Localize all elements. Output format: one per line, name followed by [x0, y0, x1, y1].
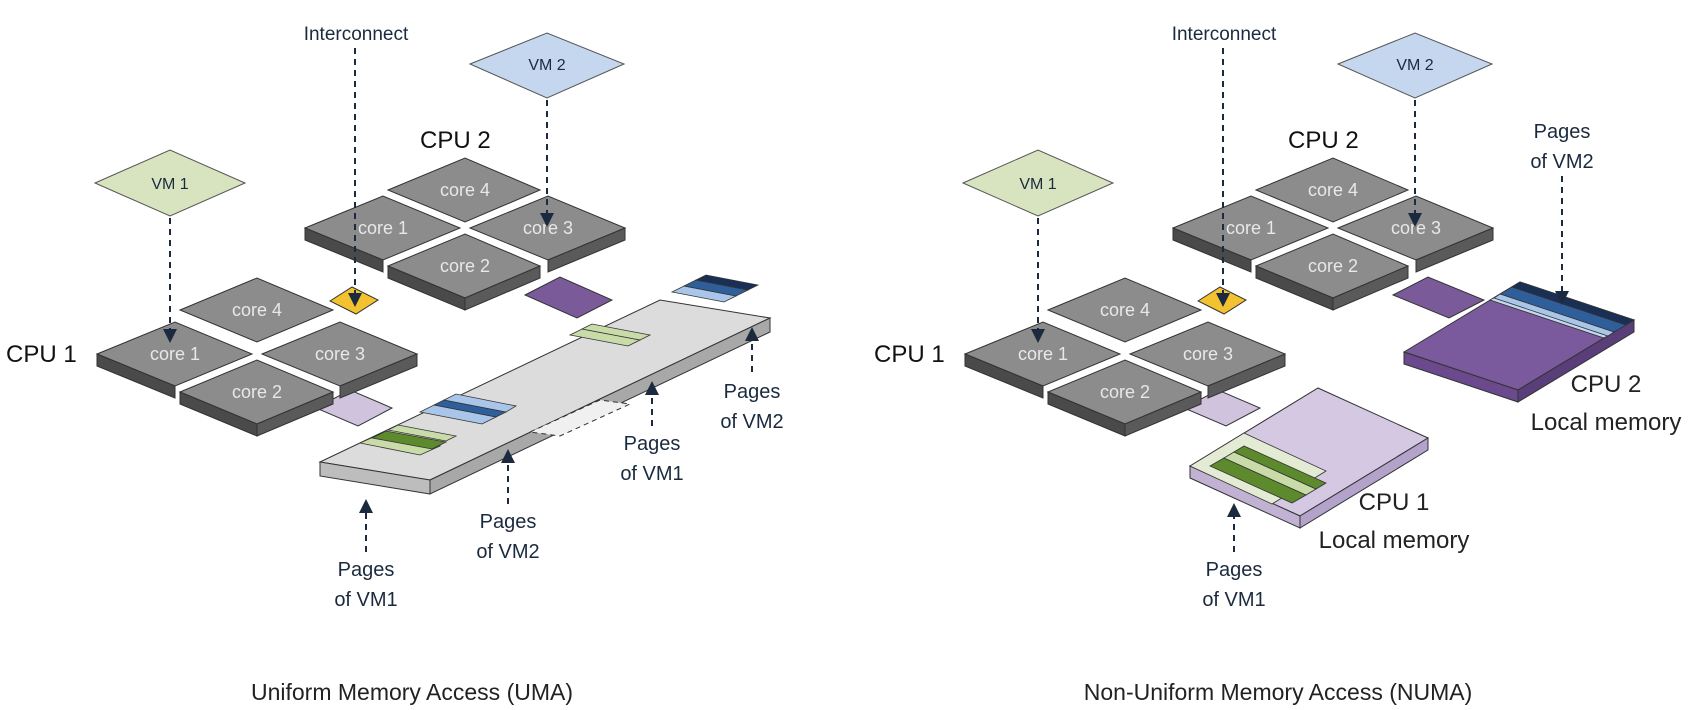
uma-cpu2-label: CPU 2	[420, 127, 491, 154]
uma-vm1-diamond	[93, 149, 247, 217]
numa-cpu2-memory-label-line1: CPU 2	[1571, 371, 1642, 398]
uma-pages-vm1-a-line2: of VM1	[334, 589, 397, 611]
uma-panel: core 4 core 1 core 3 core 2 core 4 core …	[6, 24, 784, 705]
uma-cpu2-core4-label: core 4	[440, 180, 490, 200]
uma-cpu1-core2-label: core 2	[232, 382, 282, 402]
numa-pages-vm1-line2: of VM1	[1202, 589, 1265, 611]
numa-cpu2-core2-label: core 2	[1308, 256, 1358, 276]
uma-cpu2: core 4 core 1 core 3 core 2	[303, 157, 627, 311]
numa-cpu2-core4	[1254, 157, 1410, 223]
uma-vm1-label: VM 1	[151, 176, 188, 193]
numa-cpu2-core1-label: core 1	[1226, 218, 1276, 238]
numa-cpu1-label: CPU 1	[874, 341, 945, 368]
uma-cpu2-memory-link	[523, 276, 614, 319]
numa-cpu1-core4-label: core 4	[1100, 300, 1150, 320]
numa-cpu1-core2-label: core 2	[1100, 382, 1150, 402]
uma-cpu2-core3-label: core 3	[523, 218, 573, 238]
uma-cpu1-label: CPU 1	[6, 341, 77, 368]
numa-vm1-diamond	[961, 149, 1115, 217]
numa-cpu1-core1-label: core 1	[1018, 344, 1068, 364]
numa-cpu1-memory-label-line2: Local memory	[1319, 527, 1470, 554]
uma-cpu1-core1-label: core 1	[150, 344, 200, 364]
numa-panel: core 4 core 1 core 3 core 2 core 4 core …	[874, 24, 1681, 705]
uma-pages-vm2-a-line1: Pages	[480, 511, 537, 533]
numa-vm2-label: VM 2	[1396, 57, 1433, 74]
uma-cpu1: core 4 core 1 core 3 core 2	[95, 277, 419, 437]
numa-cpu2-core3-label: core 3	[1391, 218, 1441, 238]
uma-cpu1-core4	[178, 277, 335, 343]
uma-pages-vm1-b-line1: Pages	[624, 433, 681, 455]
numa-cpu2-label: CPU 2	[1288, 127, 1359, 154]
numa-cpu2-memory-label-line2: Local memory	[1531, 409, 1682, 436]
numa-vm2-diamond	[1336, 32, 1494, 99]
numa-cpu2: core 4 core 1 core 3 core 2	[1171, 157, 1495, 311]
numa-pages-vm1-line1: Pages	[1206, 559, 1263, 581]
numa-cpu1-core3-label: core 3	[1183, 344, 1233, 364]
numa-caption: Non-Uniform Memory Access (NUMA)	[1084, 679, 1473, 705]
numa-pages-vm2-line2: of VM2	[1530, 151, 1593, 173]
uma-pages-vm2-b-line2: of VM2	[720, 411, 783, 433]
numa-cpu2-core4-label: core 4	[1308, 180, 1358, 200]
uma-pages-vm2-b-line1: Pages	[724, 381, 781, 403]
numa-cpu1-core4	[1046, 277, 1203, 343]
uma-vm2-diamond	[468, 32, 626, 99]
uma-cpu1-core3-label: core 3	[315, 344, 365, 364]
uma-caption: Uniform Memory Access (UMA)	[251, 679, 573, 705]
numa-vm1-label: VM 1	[1019, 176, 1056, 193]
numa-cpu1: core 4 core 1 core 3 core 2	[963, 277, 1287, 437]
numa-cpu1-memory-label-line1: CPU 1	[1359, 489, 1430, 516]
uma-memory-bank	[318, 274, 772, 495]
uma-cpu2-core2-label: core 2	[440, 256, 490, 276]
numa-cpu1-memory-link	[1182, 389, 1262, 427]
numa-cpu1-memory	[1188, 387, 1430, 529]
uma-cpu1-memory-link	[314, 389, 394, 427]
uma-cpu2-core1-label: core 1	[358, 218, 408, 238]
uma-interconnect-label: Interconnect	[304, 24, 409, 45]
uma-pages-vm1-b-line2: of VM1	[620, 463, 683, 485]
uma-vm2-label: VM 2	[528, 57, 565, 74]
uma-cpu2-core4	[386, 157, 542, 223]
uma-cpu1-core4-label: core 4	[232, 300, 282, 320]
numa-interconnect-label: Interconnect	[1172, 24, 1277, 45]
uma-pages-vm2-a-line2: of VM2	[476, 541, 539, 563]
uma-pages-vm1-a-line1: Pages	[338, 559, 395, 581]
numa-cpu2-memory-link	[1391, 276, 1486, 319]
numa-cpu2-memory	[1402, 281, 1636, 403]
numa-pages-vm2-line1: Pages	[1534, 121, 1591, 143]
